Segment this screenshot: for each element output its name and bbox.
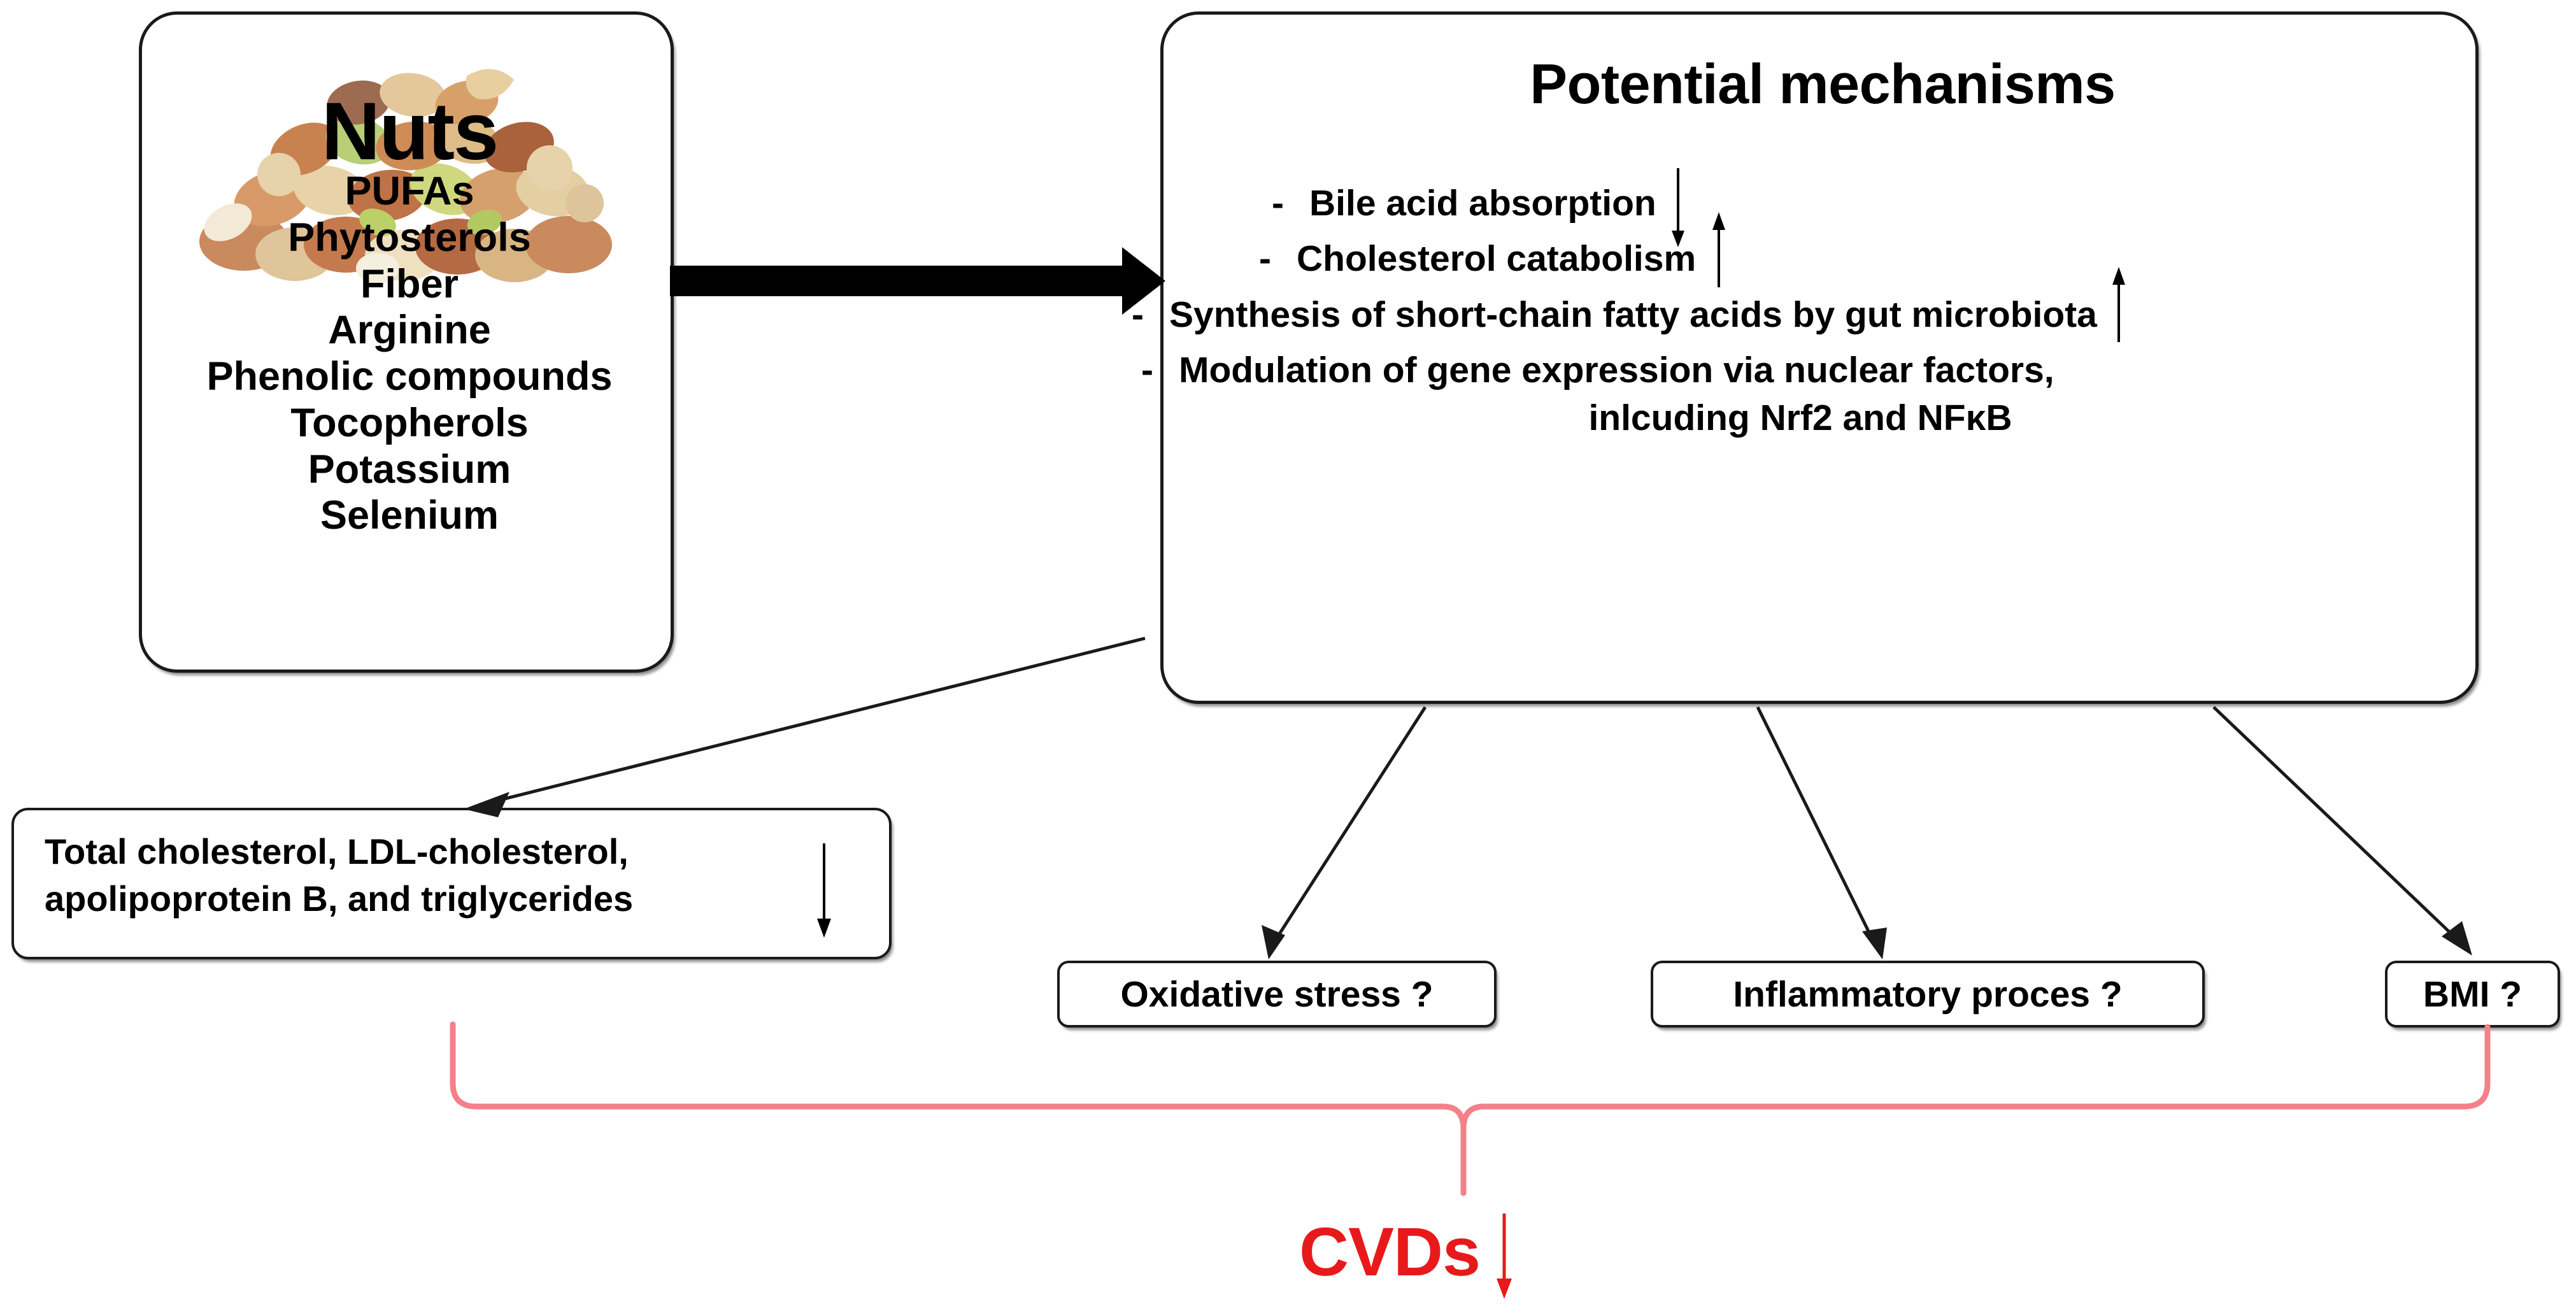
arrow-down-icon <box>1665 167 1691 257</box>
mechanism-item-scfa-synthesis: - Synthesis of short-chain fatty acids b… <box>1132 267 2125 382</box>
mechanism-label-line2: inlcuding Nrf2 and NFκB <box>1588 398 2012 438</box>
mechanism-item-bile-acid-absorption: - Bile acid absorption <box>1272 168 1684 274</box>
nuts-component-phytosterols: Phytosterols <box>288 215 531 260</box>
arrow-down-icon <box>811 842 837 942</box>
arrow-up-icon <box>1706 211 1732 297</box>
bullet-marker: - <box>1259 238 1271 279</box>
question-box-oxidative-stress: Oxidative stress ? <box>1057 961 1497 1028</box>
question-label: Inflammatory proces ? <box>1733 973 2123 1015</box>
nuts-component-tocopherols: Tocopherols <box>290 400 529 445</box>
bullet-marker: - <box>1132 294 1144 335</box>
cvds-outcome: CVDs <box>1299 1210 1630 1299</box>
mixed-nuts-photo <box>167 31 651 286</box>
nuts-component-pufas: PUFAs <box>345 169 474 213</box>
mechanism-label: Synthesis of short-chain fatty acids by … <box>1169 294 2097 335</box>
nuts-component-fiber: Fiber <box>360 261 459 306</box>
nuts-box: Nuts PUFAs Phytosterols Fiber Arginine P… <box>139 11 674 673</box>
lipid-outcome-text: Total cholesterol, LDL-cholesterol, apol… <box>45 828 796 922</box>
question-label: BMI ? <box>2423 973 2523 1015</box>
nuts-component-selenium: Selenium <box>320 493 499 538</box>
connector-outcomes-brace-to-cvds <box>450 1021 2491 1196</box>
connector-mechanisms-to-inflammatory-process <box>1756 706 1887 959</box>
potential-mechanisms-box: Potential mechanisms - Bile acid absorpt… <box>1132 11 2479 704</box>
nuts-heading: Nuts <box>321 86 499 177</box>
mechanism-item-gene-expression: - Modulation of gene expression via nucl… <box>1141 350 2054 391</box>
cvds-label: CVDs <box>1299 1213 1481 1290</box>
bullet-marker: - <box>1272 183 1284 224</box>
mechanism-label: Modulation of gene expression via nuclea… <box>1178 350 2054 390</box>
arrow-down-icon <box>1490 1211 1518 1303</box>
nuts-component-list: Nuts PUFAs Phytosterols Fiber Arginine P… <box>142 91 677 537</box>
lipid-outcome-line2: apolipoprotein B, and triglycerides <box>45 878 634 919</box>
nuts-component-potassium: Potassium <box>308 447 511 492</box>
connector-mechanisms-to-bmi <box>2212 706 2472 956</box>
mechanism-label: Cholesterol catabolism <box>1296 238 1697 279</box>
connector-nuts-to-mechanisms <box>670 247 1165 315</box>
lipid-outcome-line1: Total cholesterol, LDL-cholesterol, <box>45 831 629 871</box>
mechanisms-title: Potential mechanisms <box>1530 52 2116 115</box>
lipid-outcome-box: Total cholesterol, LDL-cholesterol, apol… <box>11 808 892 959</box>
bullet-marker: - <box>1141 350 1153 390</box>
mechanism-item-cholesterol-catabolism: - Cholesterol catabolism <box>1259 212 1726 326</box>
mechanism-label: Bile acid absorption <box>1309 183 1656 224</box>
question-box-bmi: BMI ? <box>2385 961 2560 1028</box>
nuts-component-arginine: Arginine <box>328 308 491 353</box>
nuts-component-phenolic: Phenolic compounds <box>206 354 613 399</box>
question-label: Oxidative stress ? <box>1120 973 1434 1015</box>
connector-mechanisms-to-oxidative-stress <box>1262 706 1427 959</box>
question-box-inflammatory-process: Inflammatory proces ? <box>1651 961 2205 1028</box>
arrow-up-icon <box>2106 266 2131 352</box>
